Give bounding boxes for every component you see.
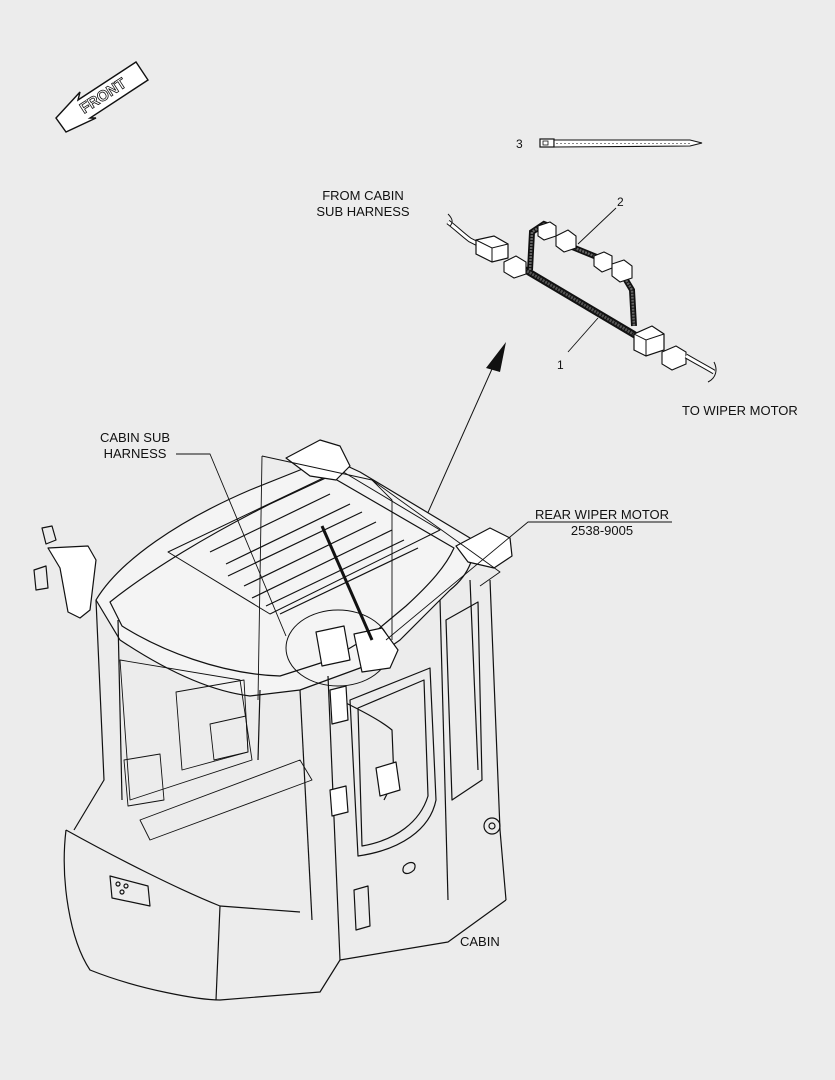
- label-rear-wiper-motor-name: REAR WIPER MOTOR: [534, 507, 670, 522]
- cabin-illustration: [33, 439, 672, 1001]
- callout-item-2: 2: [617, 195, 624, 209]
- label-cabin-sub-harness: CABIN SUB HARNESS: [90, 430, 180, 462]
- label-cabin-sub-line2: HARNESS: [103, 446, 167, 461]
- label-from-cabin-line2: SUB HARNESS: [316, 204, 410, 219]
- callout-item-3: 3: [516, 137, 523, 151]
- label-from-cabin-sub-harness: FROM CABIN SUB HARNESS: [308, 188, 418, 220]
- label-rear-wiper-motor: REAR WIPER MOTOR 2538-9005: [524, 507, 680, 539]
- label-from-cabin-line1: FROM CABIN: [322, 188, 404, 203]
- cable-tie-part: [539, 138, 703, 148]
- label-rear-wiper-part-number: 2538-9005: [570, 523, 634, 538]
- label-cabin: CABIN: [460, 934, 500, 949]
- front-arrow-icon: FRONT: [55, 61, 149, 133]
- label-cabin-sub-line1: CABIN SUB: [99, 430, 171, 445]
- wiper-harness-detail: [446, 207, 717, 383]
- label-to-wiper-motor: TO WIPER MOTOR: [682, 403, 798, 418]
- callout-item-1: 1: [557, 358, 564, 372]
